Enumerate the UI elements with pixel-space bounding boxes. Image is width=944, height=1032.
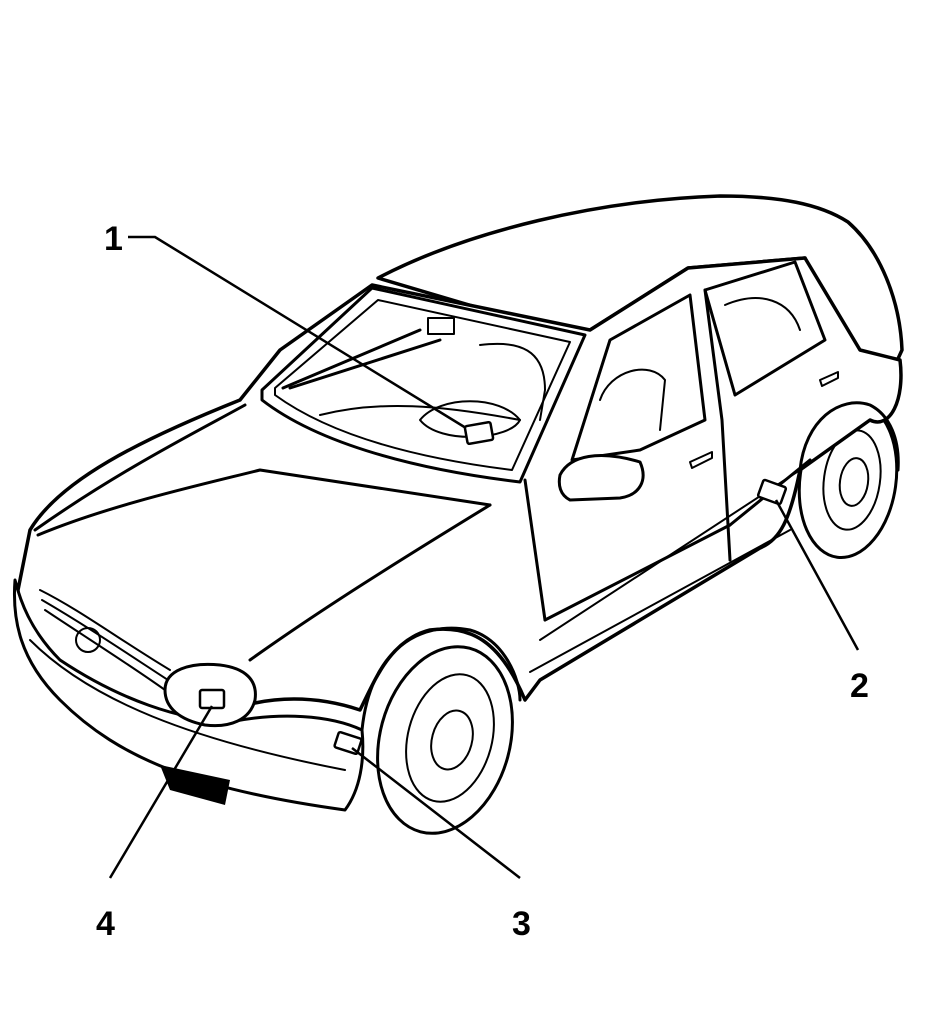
grille-bottom: [44, 609, 166, 691]
leader-line-1: [128, 235, 467, 430]
rearview-mirror: [427, 317, 455, 335]
front-wheel-arch: [360, 626, 522, 732]
front-door-handle: [689, 451, 713, 469]
side-mirror: [557, 454, 645, 502]
callout-4: 4: [96, 905, 115, 943]
rear-door-handle: [819, 371, 839, 387]
front-door-bottom: [543, 523, 732, 622]
rear-seat-outline: [724, 297, 801, 331]
leader-line-2: [774, 499, 860, 651]
air-intake: [160, 765, 230, 805]
windshield-inner: [274, 299, 571, 471]
front-seat-outline: [599, 368, 666, 431]
windshield: [260, 286, 587, 484]
front-door-front: [523, 478, 547, 622]
side-rub-strip: [539, 469, 801, 641]
roof: [376, 194, 904, 422]
hood-side: [248, 503, 492, 662]
front-wheel: [376, 645, 514, 835]
sill: [529, 529, 791, 673]
rear-wheel-arch: [798, 401, 900, 472]
brand-logo: [75, 627, 101, 653]
bumper-line: [29, 639, 346, 771]
dashboard: [319, 404, 521, 421]
door-split: [703, 288, 732, 562]
car-illustration: [12, 194, 904, 835]
label-4-box: [198, 688, 226, 710]
hood-line: [36, 468, 492, 537]
callout-1: 1: [104, 220, 123, 258]
label-2-box: [756, 478, 788, 506]
leader-line-4: [108, 705, 214, 879]
label-1-box: [463, 420, 495, 446]
grille-top: [39, 589, 171, 671]
hood-edge: [33, 403, 247, 532]
wiper-2: [288, 338, 442, 390]
seat-front: [479, 342, 546, 421]
front-bumper: [12, 578, 365, 812]
rear-side-window: [703, 260, 827, 397]
grille-mid: [41, 599, 169, 681]
callout-3: 3: [512, 905, 531, 943]
label-3-box: [333, 730, 363, 756]
leader-line-3: [351, 747, 521, 879]
front-side-window: [570, 293, 707, 462]
steering-wheel: [419, 400, 521, 438]
callout-2: 2: [850, 667, 869, 705]
